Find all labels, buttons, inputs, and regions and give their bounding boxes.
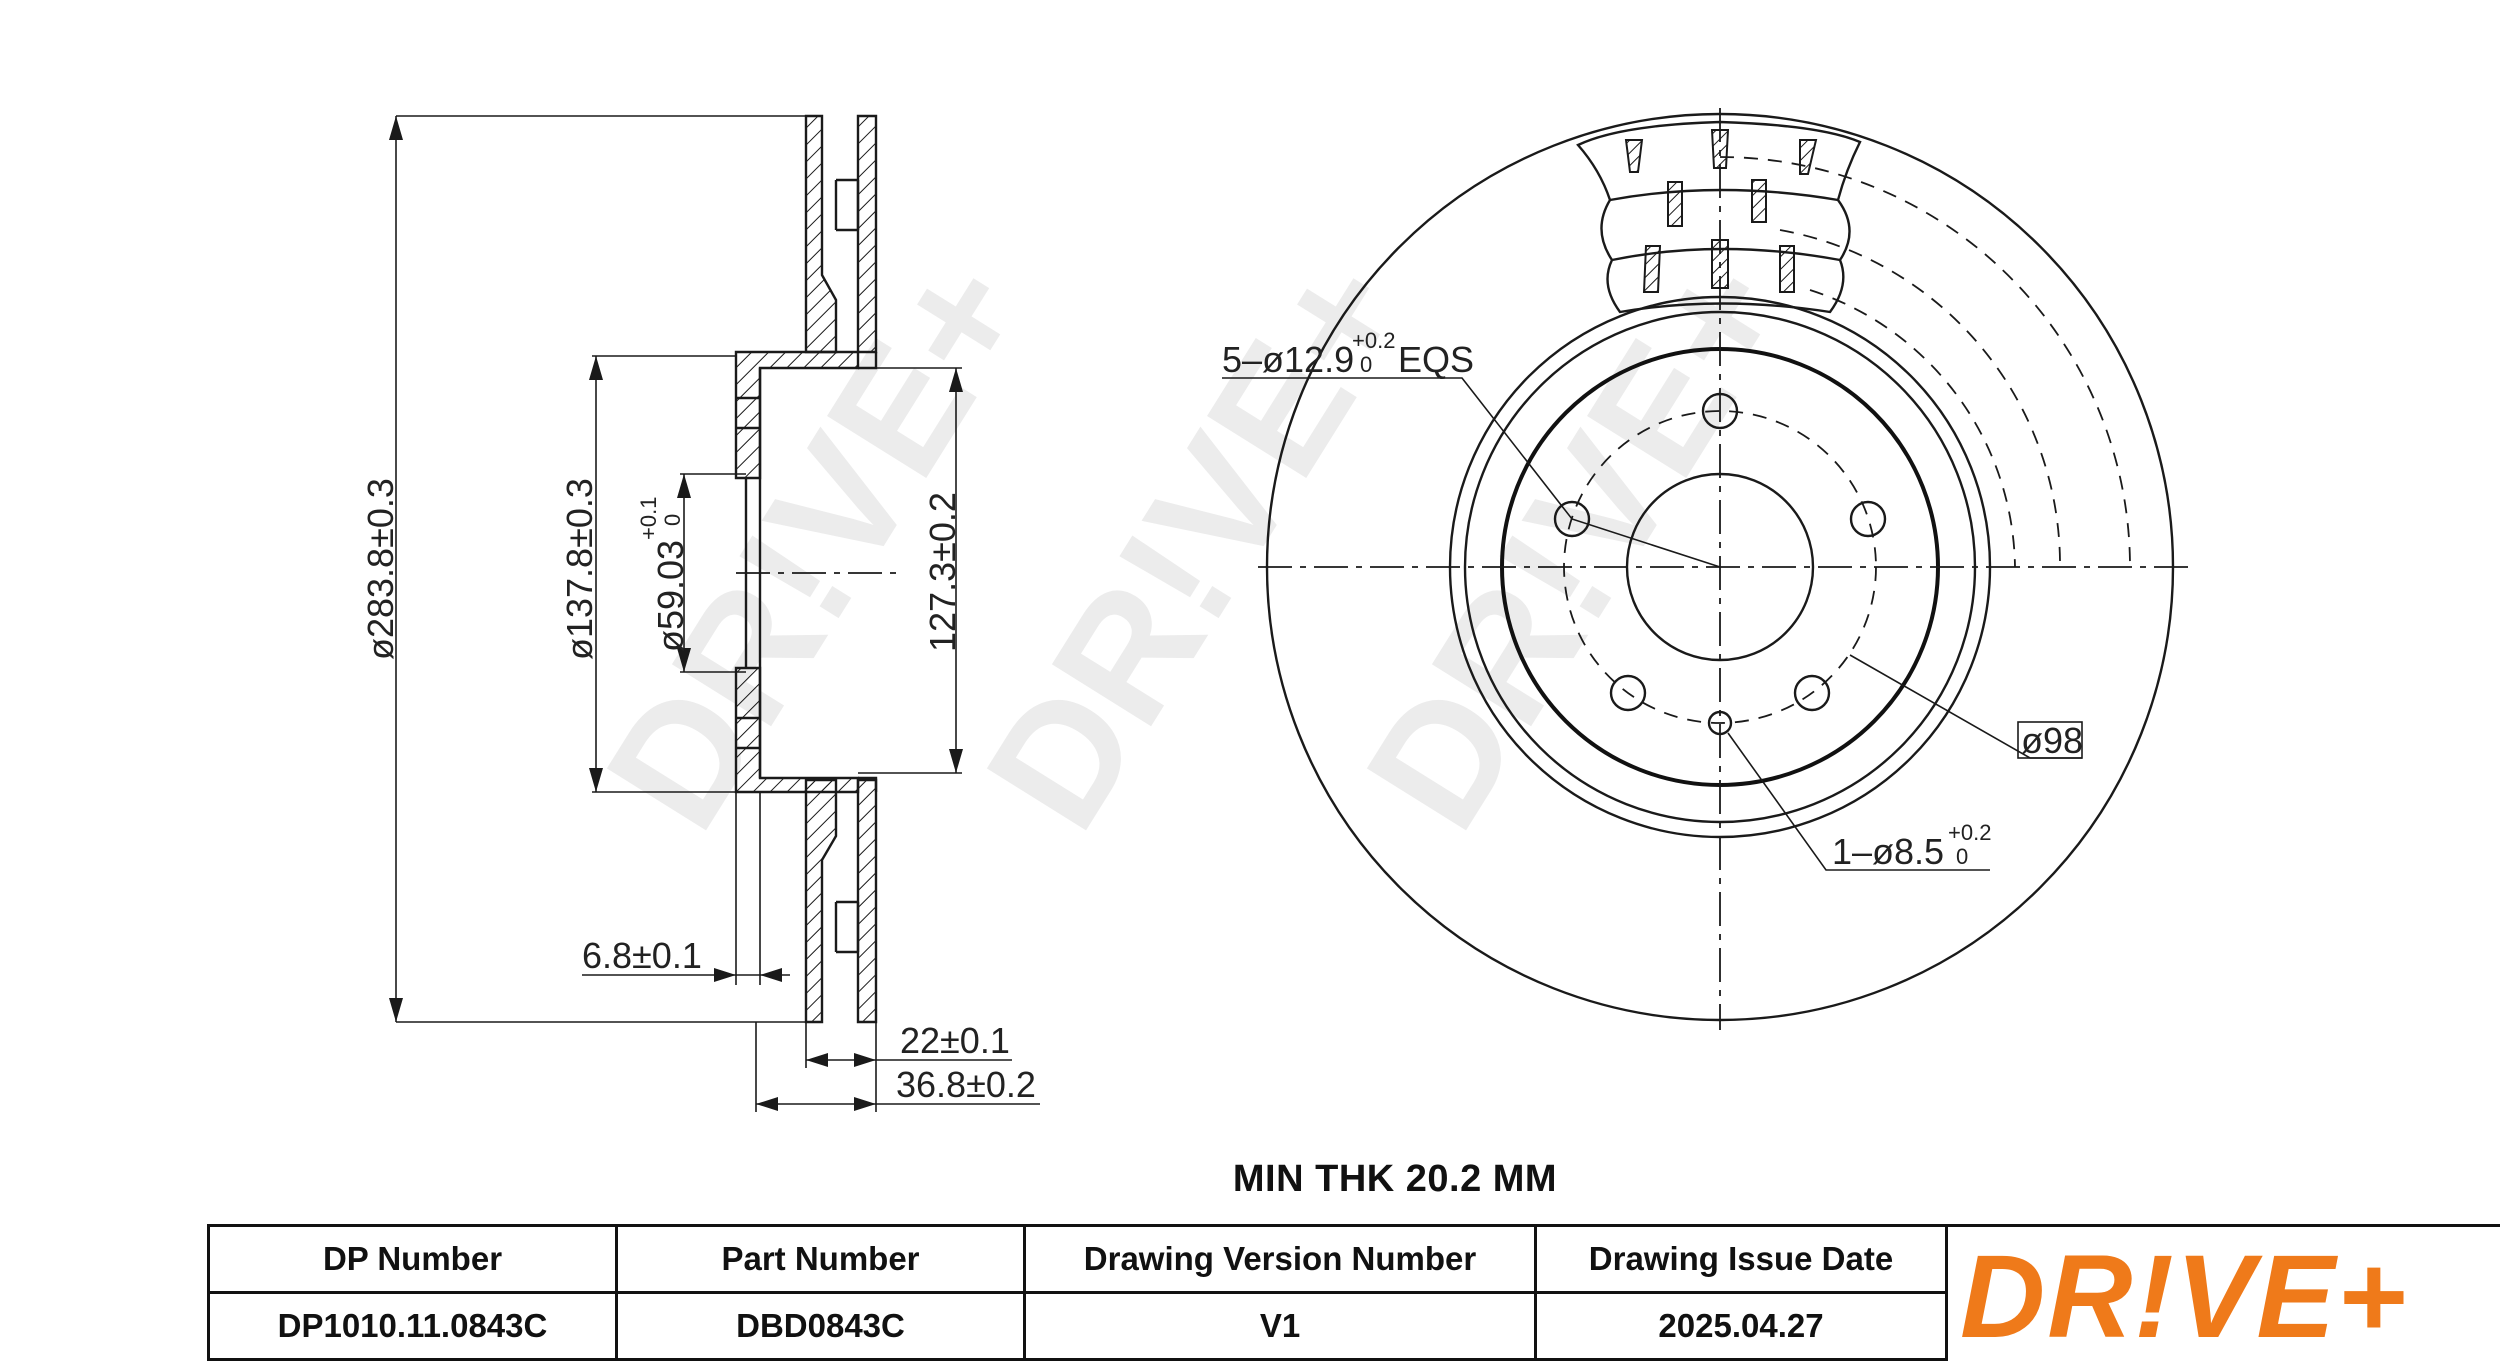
header-dp-number: DP Number <box>207 1224 618 1294</box>
label-bolt-holes: 5–ø12.9 <box>1222 339 1354 380</box>
dim-flange-thickness: 6.8±0.1 <box>582 935 702 976</box>
bolt-hole-1 <box>1701 392 1739 430</box>
stud-hole-top <box>736 396 760 430</box>
dim-center-bore-tol-upper: +0.1 <box>636 497 661 540</box>
dim-hat-diameter: ø137.8±0.3 <box>559 478 600 660</box>
stud-hole-bottom <box>736 716 760 750</box>
bolt-hole-5 <box>1553 500 1591 538</box>
vane-sections <box>1624 129 1818 293</box>
cutaway-inner-1 <box>1609 188 1839 202</box>
vent-slot-top <box>834 178 860 232</box>
dim-hub-ext <box>858 367 962 774</box>
header-part-number: Part Number <box>615 1224 1026 1294</box>
value-drawing-issue-date: 2025.04.27 <box>1534 1291 1948 1361</box>
header-drawing-issue-date: Drawing Issue Date <box>1534 1224 1948 1294</box>
dim-hub-face-diameter: 127.3±0.2 <box>922 492 963 652</box>
dim-outer-diameter: ø283.8±0.3 <box>360 478 401 660</box>
value-part-number: DBD0843C <box>615 1291 1026 1361</box>
front-view: 5–ø12.9 +0.2 0 EQS ø98 1–ø8.5 +0.2 0 <box>1222 108 2190 1030</box>
label-bolt-holes-suffix: EQS <box>1398 339 1474 380</box>
dim-disc-arrows <box>806 1053 876 1067</box>
value-dp-number: DP1010.11.0843C <box>207 1291 618 1361</box>
section-top-outboard-plate <box>804 114 838 354</box>
bolt-hole-4 <box>1609 674 1647 712</box>
dim-bore-ext <box>680 473 746 673</box>
cutaway-outline <box>1576 120 1862 314</box>
hat-outline-bottom <box>858 776 878 792</box>
vent-slot-bottom <box>834 900 860 954</box>
logo-cell: DR!VE+ <box>1942 1224 2500 1363</box>
label-locating-hole: 1–ø8.5 <box>1832 831 1944 872</box>
bolt-hole-2 <box>1849 500 1887 538</box>
vane-arc-2 <box>1779 229 2061 568</box>
header-drawing-version: Drawing Version Number <box>1023 1224 1537 1294</box>
dim-center-bore: ø59.03 <box>650 540 691 652</box>
pcd-box <box>2017 721 2083 759</box>
label-bolt-holes-tol-lower: 0 <box>1360 352 1372 377</box>
hat-flange-top <box>734 350 860 480</box>
dim-disc-thickness: 22±0.1 <box>900 1020 1010 1061</box>
dim-bore-arrows <box>677 474 691 672</box>
brand-logo: DR!VE+ <box>1960 1231 2409 1363</box>
section-bottom-inboard-plate <box>856 778 878 1024</box>
min-thickness-note: MIN THK 20.2 MM <box>1232 1158 1558 1200</box>
dim-outer-ext <box>396 115 806 1023</box>
label-locating-hole-tol-lower: 0 <box>1956 844 1968 869</box>
label-pcd: ø98 <box>2021 720 2083 761</box>
value-drawing-version: V1 <box>1023 1291 1537 1361</box>
locating-hole <box>1707 710 1733 736</box>
vane-arc-3 <box>1809 289 2016 568</box>
dim-hat-ext <box>592 355 736 793</box>
leader-bolt-holes <box>1222 377 1721 568</box>
label-locating-hole-tol-upper: +0.2 <box>1948 820 1991 845</box>
section-top-inboard-plate <box>856 114 878 354</box>
vane-arc-1 <box>1719 156 2131 568</box>
leader-locating-hole <box>1727 732 1990 871</box>
dim-flange-ext <box>735 792 761 985</box>
section-bottom-outboard-plate <box>804 778 838 1024</box>
title-block: DP Number Part Number Drawing Version Nu… <box>207 1224 1948 1361</box>
dim-total-height: 36.8±0.2 <box>896 1064 1036 1105</box>
label-bolt-holes-tol-upper: +0.2 <box>1352 328 1395 353</box>
side-section-view: ø283.8±0.3 ø137.8±0.3 ø59.03 +0.1 0 127.… <box>360 114 1040 1112</box>
dim-center-bore-tol-lower: 0 <box>660 514 685 526</box>
dim-flange-arrows <box>714 968 782 982</box>
bolt-hole-3 <box>1793 674 1831 712</box>
